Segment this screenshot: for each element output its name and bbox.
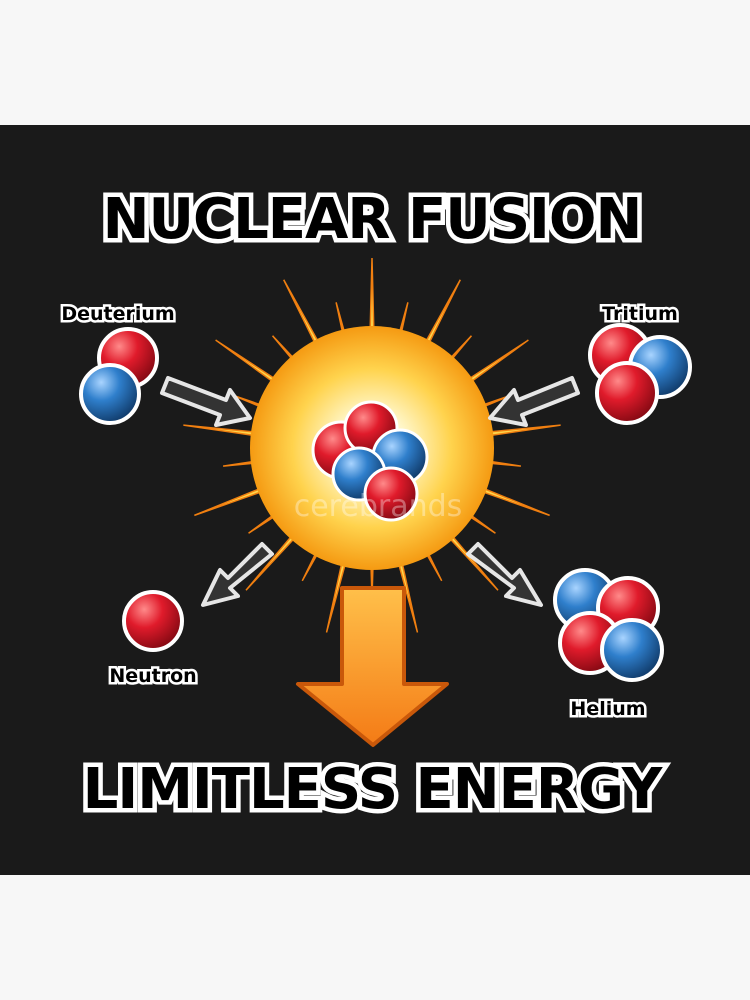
proton-particle (363, 466, 419, 522)
free-neutron-particle (122, 590, 184, 652)
neutron-particle (600, 618, 664, 682)
fused-nucleus (311, 400, 429, 522)
arrow-neutron-out (201, 542, 274, 607)
poster-title: NUCLEAR FUSION (103, 187, 642, 252)
neutron-particle (79, 363, 141, 425)
watermark-text: cerebrands (294, 489, 463, 524)
poster-subtitle: LIMITLESS ENERGY (83, 757, 664, 822)
deuterium-atom (79, 327, 159, 425)
energy-down-arrow (296, 586, 449, 747)
arrow-deuterium-in (160, 376, 252, 427)
arrow-helium-out (466, 542, 543, 607)
neutron-label: Neutron (109, 665, 196, 687)
tritium-atom (588, 323, 692, 425)
helium-atom (553, 568, 664, 682)
helium-label: Helium (570, 698, 645, 720)
tritium-label: Tritium (602, 303, 678, 325)
arrow-tritium-in (488, 376, 580, 427)
fusion-burst (183, 257, 561, 633)
proton-particle (595, 361, 659, 425)
deuterium-label: Deuterium (61, 303, 174, 325)
